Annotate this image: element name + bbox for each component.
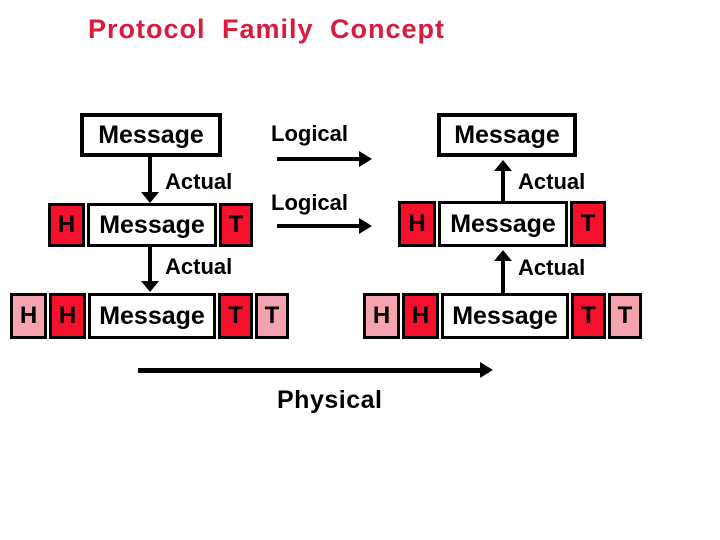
sender-down-arrow-2 — [141, 247, 159, 292]
page-title: Protocol Family Concept — [88, 14, 446, 44]
sender-layer2-inner-trailer: T — [218, 293, 253, 339]
arrow-head-right-icon — [359, 151, 372, 167]
sender-layer2-outer-trailer: T — [255, 293, 289, 339]
receiver-message-box: Message — [437, 113, 577, 157]
arrow-shaft — [277, 157, 359, 161]
receiver-layer1-message: Message — [438, 201, 568, 247]
receiver-up-arrow-1 — [494, 160, 512, 201]
arrow-head-right-icon — [480, 362, 493, 378]
sender-actual-label-1: Actual — [165, 169, 233, 194]
receiver-actual-label-1: Actual — [518, 169, 586, 194]
arrow-shaft — [277, 224, 359, 228]
sender-actual-label-2: Actual — [165, 254, 233, 279]
receiver-layer2-inner-header: H — [402, 293, 439, 339]
receiver-layer1-header: H — [398, 201, 436, 247]
sender-layer1-row: H Message T — [48, 203, 253, 247]
arrow-shaft — [138, 367, 480, 373]
sender-layer2-outer-header: H — [10, 293, 47, 339]
arrow-shaft — [148, 157, 152, 192]
arrow-head-right-icon — [359, 218, 372, 234]
receiver-layer2-row: H H Message T T — [363, 293, 642, 339]
arrow-head-down-icon — [141, 192, 159, 203]
receiver-layer2-message: Message — [441, 293, 569, 339]
sender-layer2-row: H H Message T T — [10, 293, 289, 339]
receiver-layer2-outer-header: H — [363, 293, 400, 339]
sender-layer2-message: Message — [88, 293, 216, 339]
logical-label-2: Logical — [271, 190, 349, 215]
receiver-layer2-outer-trailer: T — [608, 293, 642, 339]
physical-label: Physical — [277, 386, 383, 414]
receiver-actual-label-2: Actual — [518, 255, 586, 280]
physical-right-arrow — [138, 362, 493, 378]
receiver-message-label: Message — [454, 120, 560, 149]
logical-right-arrow-1 — [277, 151, 372, 167]
receiver-layer2-inner-trailer: T — [571, 293, 606, 339]
receiver-layer1-row: H Message T — [398, 201, 606, 247]
sender-layer1-message: Message — [87, 203, 217, 247]
sender-layer2-inner-header: H — [49, 293, 86, 339]
sender-layer1-trailer: T — [219, 203, 253, 247]
arrow-head-up-icon — [494, 160, 512, 171]
sender-down-arrow-1 — [141, 157, 159, 203]
sender-message-box: Message — [80, 113, 222, 157]
arrow-shaft — [501, 261, 505, 293]
logical-right-arrow-2 — [277, 218, 372, 234]
sender-message-label: Message — [98, 120, 204, 149]
sender-layer1-header: H — [48, 203, 85, 247]
arrow-shaft — [148, 247, 152, 281]
receiver-layer1-trailer: T — [570, 201, 606, 247]
arrow-shaft — [501, 171, 505, 201]
arrow-head-down-icon — [141, 281, 159, 292]
arrow-head-up-icon — [494, 250, 512, 261]
receiver-up-arrow-2 — [494, 250, 512, 293]
logical-label-1: Logical — [271, 121, 349, 146]
